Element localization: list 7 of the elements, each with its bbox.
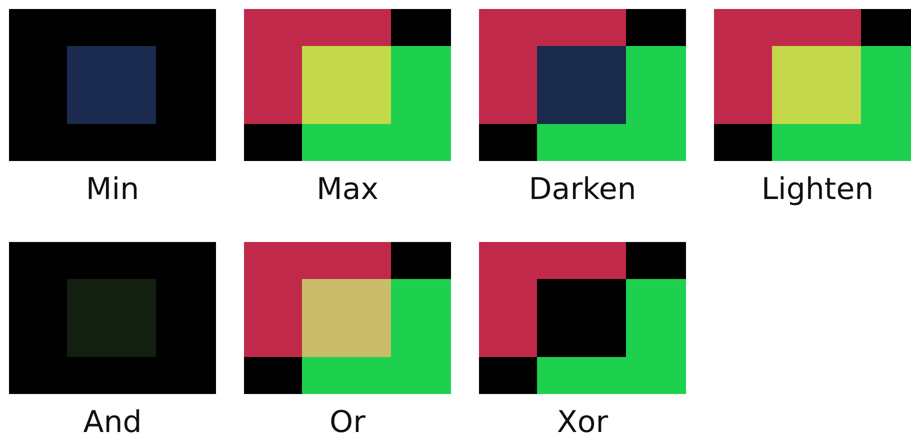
mode-label: And [83,406,142,440]
mode-label: Lighten [761,173,874,207]
mode-label: Xor [556,406,608,440]
mode-label: Darken [528,173,636,207]
mode-label: Max [316,173,379,207]
mode-label: Or [330,406,366,440]
mode-label: Min [86,173,140,207]
